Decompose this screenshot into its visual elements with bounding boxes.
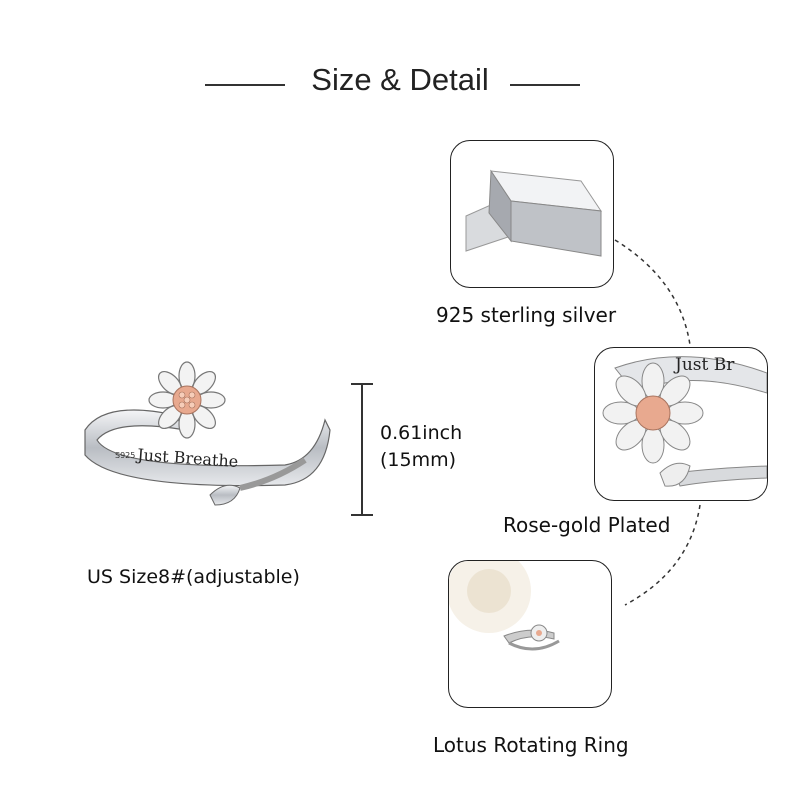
- height-inch-label: 0.61inch: [380, 422, 463, 444]
- dimension-line: [361, 383, 363, 515]
- closeup-engraving: Just Br: [673, 355, 735, 375]
- detail-card-silver: [450, 140, 614, 288]
- detail-card-rotating: [448, 560, 612, 708]
- title-divider-right: [510, 84, 580, 86]
- dimension-bottom-tick: [351, 514, 373, 516]
- detail-card-rose-gold: Just Br: [594, 347, 768, 501]
- section-title: Size & Detail: [311, 62, 489, 97]
- detail-caption-silver: 925 sterling silver: [436, 303, 617, 327]
- ring-with-rose-icon: [449, 561, 560, 651]
- silver-bars-icon: [465, 169, 603, 257]
- ring-closeup-icon: Just Br: [602, 355, 767, 487]
- detail-caption-rotating: Lotus Rotating Ring: [433, 733, 629, 757]
- detail-caption-rose-gold: Rose-gold Plated: [503, 513, 671, 537]
- title-divider-left: [205, 84, 285, 86]
- ring-image: S925 Just Breathe: [84, 361, 331, 506]
- size-label: US Size8#(adjustable): [87, 566, 300, 588]
- height-mm-label: (15mm): [380, 449, 457, 471]
- stamp-text: S925: [115, 451, 135, 460]
